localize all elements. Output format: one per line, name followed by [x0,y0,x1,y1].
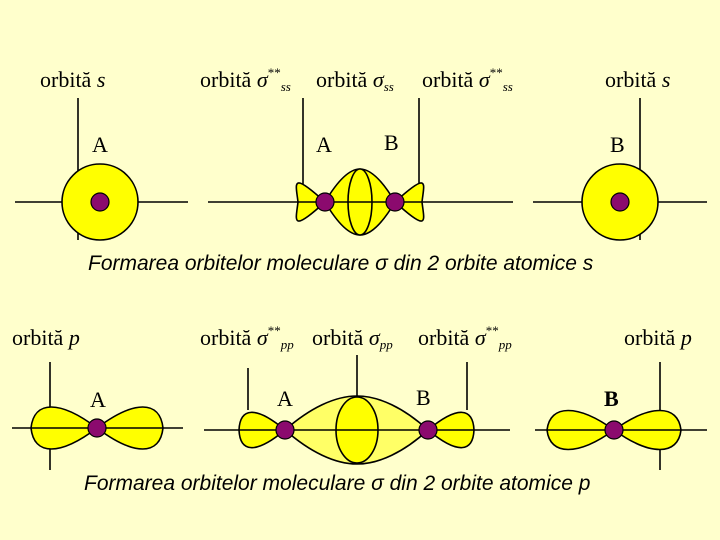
sigma-pp-molecular-orbital: orbită σ**pp orbită σpp orbită σ**pp A B [200,323,512,465]
atom-label-b: B [384,130,399,155]
nucleus-a [275,420,295,440]
label-sigma-star-pp-left: orbită σ**pp [200,323,294,352]
row-s: orbită s A orbită σ**ss orbită σss orbit… [15,65,707,275]
atom-label-b: B [604,386,619,411]
nucleus-b [385,192,405,212]
nucleus-b [610,192,630,212]
atom-label-a: A [277,386,293,411]
label-orbital-p-left: orbită p [12,325,80,350]
label-orbital-p-right: orbită p [624,325,692,350]
nucleus-a [315,192,335,212]
label-orbital-s-left: orbită s [40,67,105,92]
nucleus-b [418,420,438,440]
p-orbital-right: orbită p B [535,325,707,470]
atom-label-a: A [92,132,108,157]
atom-label-a: A [90,387,106,412]
label-sigma-star-ss-right: orbită σ**ss [422,65,513,94]
nucleus-b [604,420,624,440]
caption-p: Formarea orbitelor moleculare σ din 2 or… [84,472,590,495]
nucleus-a [90,192,110,212]
sigma-ss-molecular-orbital: orbită σ**ss orbită σss orbită σ**ss A B [200,65,513,236]
label-sigma-star-ss-left: orbită σ**ss [200,65,291,94]
nucleus-a [87,418,107,438]
atom-label-b: B [416,385,431,410]
atom-label-a: A [316,132,332,157]
label-sigma-star-pp-right: orbită σ**pp [418,323,512,352]
atom-label-b: B [610,132,625,157]
label-orbital-s-right: orbită s [605,67,670,92]
caption-s: Formarea orbitelor moleculare σ din 2 or… [88,252,594,275]
s-orbital-right: orbită s B [533,67,707,241]
p-orbital-left: orbită p A [12,325,183,470]
label-sigma-ss: orbită σss [316,67,394,94]
row-p: orbită p A orbită σ**pp orbită σpp orbit… [12,323,707,495]
s-orbital-left: orbită s A [15,67,188,241]
label-sigma-pp: orbită σpp [312,325,393,352]
